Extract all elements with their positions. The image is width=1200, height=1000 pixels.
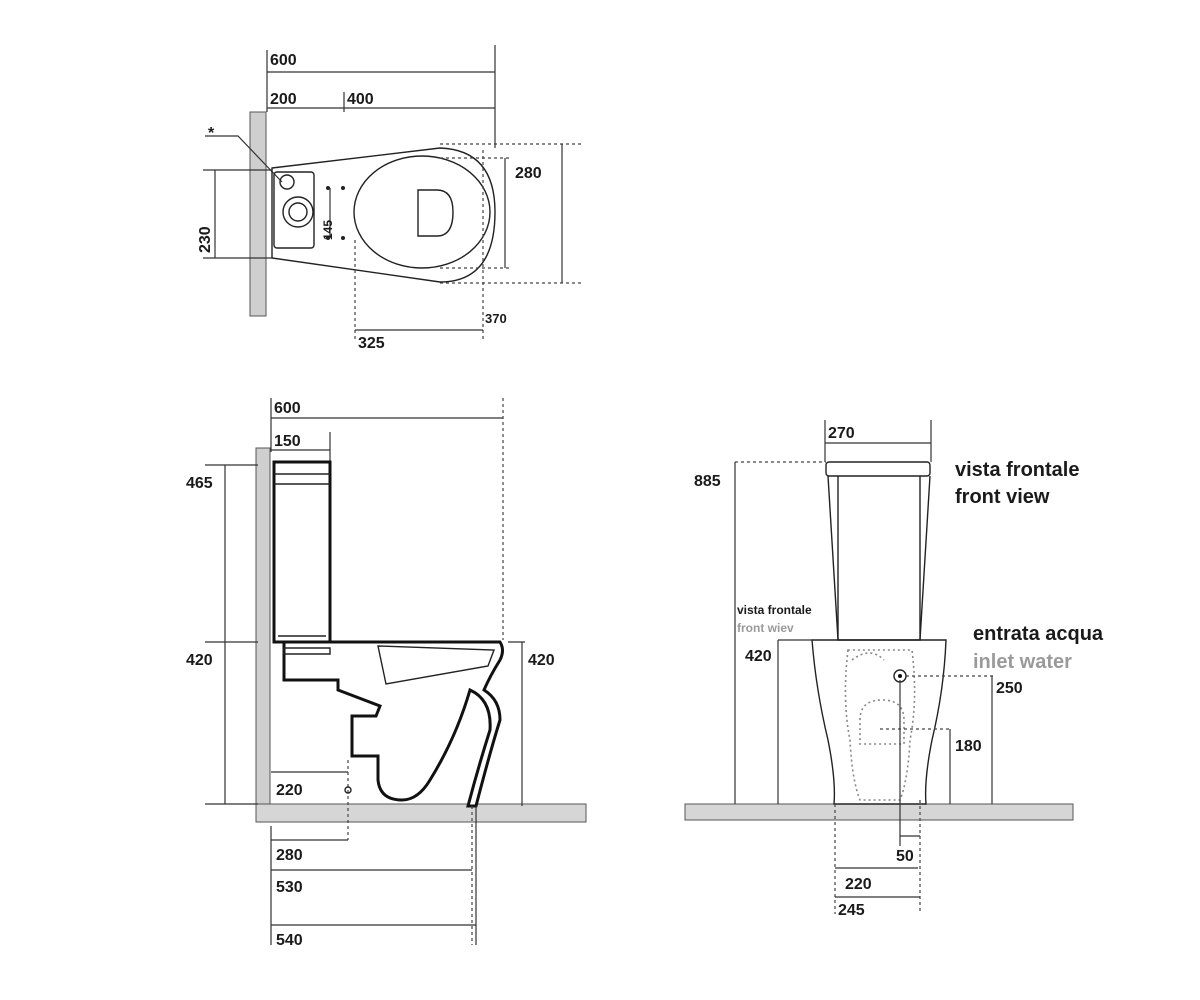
side-dim-420-right: 420 [528,652,555,669]
top-view-inlet-hole [279,174,295,190]
front-view-floor [684,803,1074,821]
top-dim-200: 200 [270,91,297,108]
side-view-floor [255,803,587,823]
front-view-bowl [811,639,947,805]
side-dim-150: 150 [274,433,301,450]
top-dim-600: 600 [270,52,297,69]
top-dim-280: 280 [515,165,542,182]
side-dim-465: 465 [186,475,213,492]
top-view-seat [353,155,491,269]
top-view-outlet-ring [282,196,314,228]
front-small-title-it: vista frontale [737,603,812,617]
front-view-cistern [827,475,931,641]
top-dim-145: 145 [321,220,335,240]
front-dim-885: 885 [694,473,721,490]
top-view: 600 200 400 * 145 230 280 [197,45,582,352]
side-dim-280: 280 [276,847,303,864]
top-view-wall [249,111,267,317]
front-dim-245: 245 [838,902,865,919]
inlet-water-label-it: entrata acqua [973,623,1104,645]
side-dim-530: 530 [276,879,303,896]
front-dim-270: 270 [828,425,855,442]
front-view: 270 885 420 vista frontale front wiev 25… [684,420,1104,919]
front-dim-220: 220 [845,876,872,893]
side-dim-600: 600 [274,400,301,417]
top-dim-325: 325 [358,335,385,352]
front-view-title-en: front view [955,486,1050,508]
front-view-title-it: vista frontale [955,459,1079,481]
top-dim-400: 400 [347,91,374,108]
front-dim-420: 420 [745,648,772,665]
side-dim-540: 540 [276,932,303,949]
front-dim-250: 250 [996,680,1023,697]
side-view-wall [255,447,271,821]
side-dim-420-left: 420 [186,652,213,669]
top-dim-370: 370 [485,311,507,326]
side-view-bowl [282,640,504,808]
front-view-cistern-lid [825,461,931,477]
front-dim-180: 180 [955,738,982,755]
inlet-water-label-en: inlet water [973,651,1072,673]
top-view-inlet-block [273,171,315,249]
side-view: 600 150 465 420 420 220 [186,398,587,949]
top-view-d-mark [417,189,454,237]
side-view-cistern [272,460,332,644]
top-view-bowl-outline [271,147,496,283]
front-dim-50: 50 [896,848,914,865]
front-small-title-en: front wiev [737,621,794,635]
top-dim-230: 230 [197,226,214,253]
side-dim-220: 220 [276,782,303,799]
top-star-mark: * [208,125,215,142]
